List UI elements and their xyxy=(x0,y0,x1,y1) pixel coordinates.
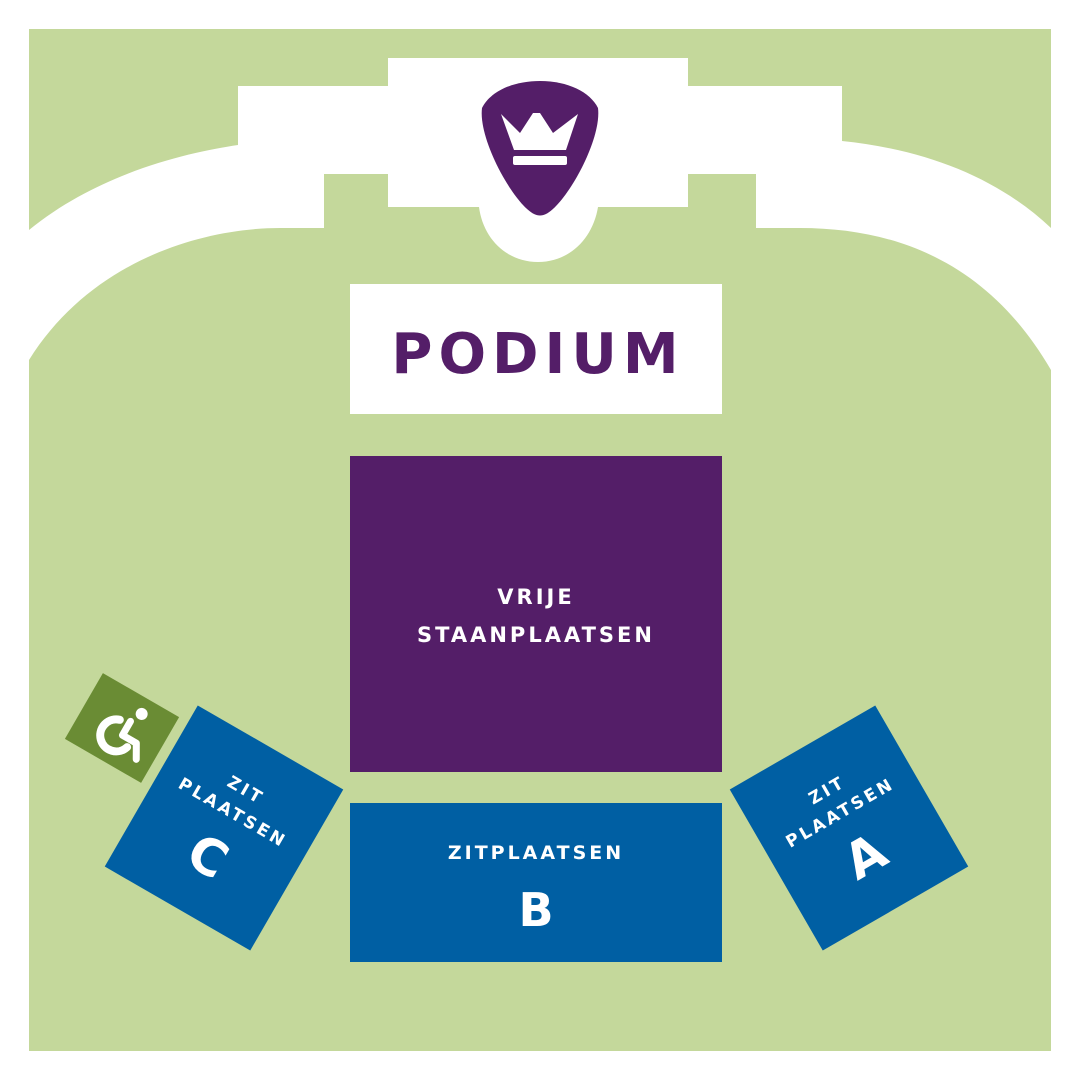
seating-b-letter: B xyxy=(518,883,553,937)
seating-a-group: ZIT PLAATSEN A xyxy=(729,705,969,951)
standing-area xyxy=(350,456,722,772)
seating-b-area xyxy=(350,803,722,962)
seating-a-area xyxy=(729,705,969,951)
podium-area xyxy=(350,284,722,414)
podium-label: PODIUM xyxy=(391,322,684,387)
wheelchair-icon xyxy=(96,707,148,763)
seating-b-title: ZITPLAATSEN xyxy=(448,842,624,864)
seating-c-area xyxy=(104,705,344,951)
standing-label-line1: VRIJE xyxy=(497,585,574,609)
crown-pick-logo-icon xyxy=(481,81,599,216)
seating-c-group: ZIT PLAATSEN C xyxy=(104,705,344,951)
standing-label-line2: STAANPLAATSEN xyxy=(417,623,655,647)
wheelchair-area xyxy=(64,673,180,783)
